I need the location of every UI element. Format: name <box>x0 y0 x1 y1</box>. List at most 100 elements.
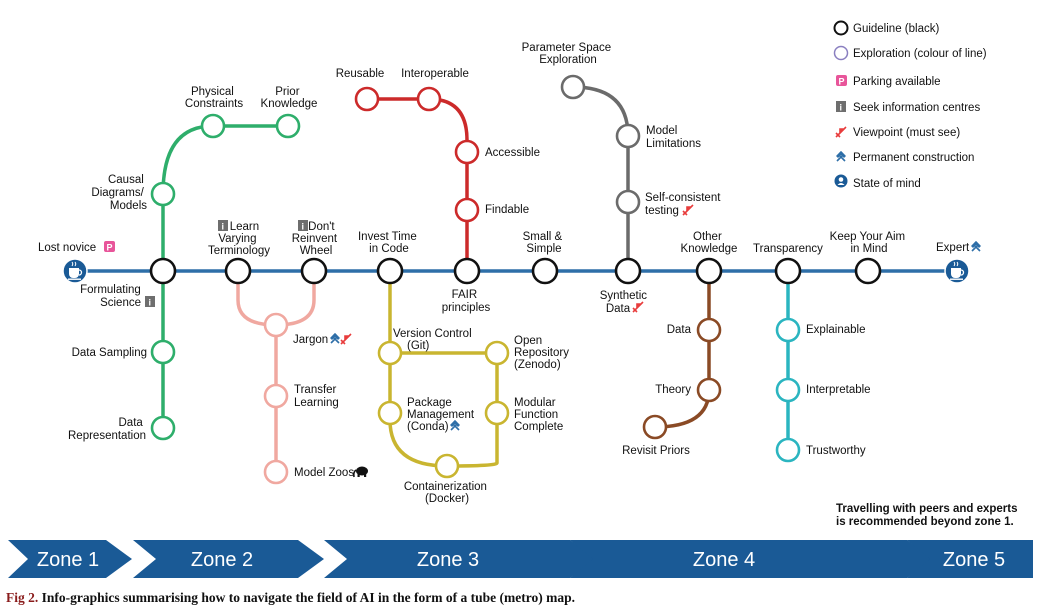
station-transparency[interactable] <box>774 257 802 285</box>
legend-parking: Parking available <box>853 76 941 88</box>
station-version-control[interactable] <box>377 340 403 366</box>
station-model-limitations[interactable] <box>615 123 641 149</box>
airplane-icon <box>682 204 694 216</box>
station-findable[interactable] <box>454 197 480 223</box>
label-package-management: Package Management (Conda) <box>407 397 477 433</box>
label-learn-terminology: Learn Varying Terminology <box>208 221 270 257</box>
label-model-limitations: Model Limitations <box>646 125 701 150</box>
station-containerization[interactable] <box>434 453 460 479</box>
label-interoperable: Interoperable <box>401 68 469 80</box>
zone-4-label: Zone 4 <box>693 549 755 571</box>
hammer-pick-icon <box>329 332 341 344</box>
label-small-simple: Small & Simple <box>523 231 566 255</box>
station-keep-aim[interactable] <box>854 257 882 285</box>
station-interpretable[interactable] <box>775 377 801 403</box>
zone-1-label: Zone 1 <box>37 549 99 571</box>
label-version-control: Version Control (Git) <box>393 328 475 352</box>
label-other-knowledge: Other Knowledge <box>681 231 738 255</box>
station-trustworthy[interactable] <box>775 437 801 463</box>
station-modular-function[interactable] <box>484 400 510 426</box>
hammer-pick-icon <box>970 240 982 252</box>
station-synthetic-data[interactable] <box>614 257 642 285</box>
svg-text:i: i <box>222 222 225 232</box>
station-model-zoos[interactable] <box>263 459 289 485</box>
legend-mind: State of mind <box>853 178 921 190</box>
svg-text:i: i <box>302 222 305 232</box>
label-interpretable: Interpretable <box>806 384 871 396</box>
label-containerization: Containerization (Docker) <box>404 481 490 505</box>
label-data: Data <box>667 324 692 336</box>
label-lost-novice: Lost novice <box>38 242 96 254</box>
station-prior-knowledge[interactable] <box>275 113 301 139</box>
station-small-simple[interactable] <box>531 257 559 285</box>
parking-icon: P <box>104 241 115 253</box>
gray-line <box>571 85 630 273</box>
station-data-representation[interactable] <box>150 415 176 441</box>
label-synthetic-data: Synthetic Data <box>600 290 651 315</box>
label-explainable: Explainable <box>806 324 865 336</box>
station-explainable[interactable] <box>775 317 801 343</box>
station-data[interactable] <box>696 317 722 343</box>
terminal-start[interactable] <box>62 258 88 284</box>
station-causal-diagrams[interactable] <box>150 181 176 207</box>
zone-labels: Zone 1 Zone 2 Zone 3 Zone 4 Zone 5 <box>37 549 1005 571</box>
station-formulating-science[interactable] <box>149 257 177 285</box>
label-jargon: Jargon <box>293 334 328 346</box>
info-icon: i <box>836 101 846 113</box>
station-interoperable[interactable] <box>416 86 442 112</box>
zone-5-label: Zone 5 <box>943 549 1005 571</box>
label-modular-function: Modular Function Complete <box>514 397 563 433</box>
station-self-consistent[interactable] <box>615 189 641 215</box>
pink-line <box>236 269 316 474</box>
label-theory: Theory <box>655 384 691 396</box>
info-icon: i <box>218 220 228 232</box>
label-data-representation: Data Representation <box>68 417 146 442</box>
label-keep-aim: Keep Your Aim in Mind <box>830 231 909 255</box>
yellow-line <box>388 269 499 468</box>
figure-label: Fig 2. <box>6 590 39 605</box>
station-dont-reinvent[interactable] <box>300 257 328 285</box>
hammer-pick-icon <box>449 419 461 431</box>
label-prior-knowledge: Prior Knowledge <box>261 86 318 110</box>
station-data-sampling[interactable] <box>150 339 176 365</box>
label-causal-diagrams: Causal Diagrams/ Models <box>91 174 147 212</box>
zone-4-banner[interactable] <box>570 540 933 578</box>
station-learn-terminology[interactable] <box>224 257 252 285</box>
station-invest-time[interactable] <box>376 257 404 285</box>
label-accessible: Accessible <box>485 147 540 159</box>
station-other-knowledge[interactable] <box>695 257 723 285</box>
legend-guideline: Guideline (black) <box>853 23 939 35</box>
station-reusable[interactable] <box>354 86 380 112</box>
terminal-end[interactable] <box>944 258 970 284</box>
station-parameter-space[interactable] <box>560 74 586 100</box>
label-open-repository: Open Repository (Zenodo) <box>514 335 572 371</box>
label-parameter-space: Parameter Space Exploration <box>522 42 615 66</box>
station-open-repository[interactable] <box>484 340 510 366</box>
station-package-management[interactable] <box>377 400 403 426</box>
label-reusable: Reusable <box>336 68 385 80</box>
label-transfer-learning: Transfer Learning <box>294 384 340 409</box>
station-revisit-priors[interactable] <box>642 414 668 440</box>
label-model-zoos: Model Zoos <box>294 467 354 479</box>
station-jargon[interactable] <box>263 312 289 338</box>
svg-text:P: P <box>839 77 845 87</box>
station-accessible[interactable] <box>454 139 480 165</box>
label-self-consistent: Self-consistent testing <box>645 192 724 217</box>
legend-viewpoint: Viewpoint (must see) <box>853 127 960 139</box>
info-icon: i <box>298 220 308 232</box>
legend-exploration: Exploration (colour of line) <box>853 48 987 60</box>
svg-text:i: i <box>840 103 843 113</box>
legend-construction: Permanent construction <box>853 152 974 164</box>
figure-caption: Fig 2. Info-graphics summarising how to … <box>6 590 575 606</box>
station-theory[interactable] <box>696 377 722 403</box>
legend-exploration-marker <box>833 45 849 61</box>
green-line <box>161 124 290 430</box>
zone-5-banner[interactable] <box>907 540 1033 578</box>
zone-3-banner[interactable] <box>324 540 596 578</box>
station-fair-principles[interactable] <box>453 257 481 285</box>
zone-1-banner[interactable] <box>8 540 132 578</box>
zone-3-label: Zone 3 <box>417 549 479 571</box>
station-transfer-learning[interactable] <box>263 383 289 409</box>
zone-2-banner[interactable] <box>133 540 324 578</box>
station-physical-constraints[interactable] <box>200 113 226 139</box>
